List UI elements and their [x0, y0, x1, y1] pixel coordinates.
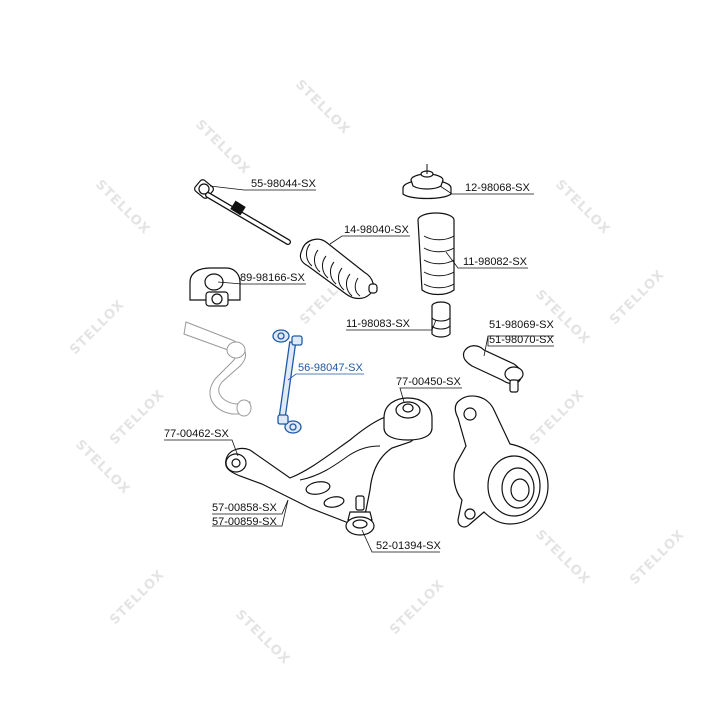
- watermark-text: STELLOX: [607, 267, 668, 328]
- watermark-text: STELLOX: [192, 117, 253, 178]
- lower-control-arm[interactable]: [225, 415, 419, 524]
- dust-boot[interactable]: [417, 212, 455, 296]
- label-ball-joint[interactable]: 52-01394-SX: [376, 540, 441, 552]
- label-bump-stop[interactable]: 11-98083-SX: [346, 318, 411, 330]
- label-arm-rear-bushing[interactable]: 77-00450-SX: [396, 376, 461, 388]
- watermark-text: STELLOX: [67, 297, 128, 358]
- label-arm-front-bushing[interactable]: 77-00462-SX: [164, 428, 229, 440]
- tie-rod-end[interactable]: [462, 345, 524, 393]
- stabilizer-link[interactable]: [272, 329, 303, 434]
- watermark-text: STELLOX: [92, 177, 153, 238]
- tie-rod[interactable]: [193, 178, 291, 245]
- watermark-text: STELLOX: [107, 567, 168, 628]
- ball-joint[interactable]: [345, 495, 375, 536]
- steering-boot[interactable]: [299, 238, 378, 300]
- bump-stop[interactable]: [431, 301, 451, 338]
- label-upper-strut-mount[interactable]: 12-98068-SX: [465, 182, 530, 194]
- label-tie-rod-end-left[interactable]: 51-98069-SX: [489, 319, 554, 331]
- watermark-text: STELLOX: [232, 607, 293, 668]
- watermark-text: STELLOX: [292, 77, 353, 138]
- label-steering-boot[interactable]: 14-98040-SX: [344, 224, 409, 236]
- upper-strut-mount[interactable]: [402, 164, 452, 200]
- leader-lines: [164, 185, 554, 553]
- watermark-text: STELLOX: [72, 437, 133, 498]
- label-tie-rod[interactable]: 55-98044-SX: [251, 178, 316, 190]
- watermark-text: STELLOX: [107, 387, 168, 448]
- stabilizer-bar: [183, 321, 252, 417]
- label-control-arm-left[interactable]: 57-00858-SX: [212, 502, 277, 514]
- label-control-arm-right[interactable]: 57-00859-SX: [212, 516, 277, 528]
- part-labels: 12-98068-SX 55-98044-SX 14-98040-SX 11-9…: [164, 178, 554, 552]
- stabilizer-bushing[interactable]: [189, 267, 241, 307]
- watermark-text: STELLOX: [527, 387, 588, 448]
- label-dust-boot[interactable]: 11-98082-SX: [463, 256, 528, 268]
- arm-rear-bushing[interactable]: [383, 397, 433, 441]
- watermark-text: STELLOX: [532, 527, 593, 588]
- label-stabilizer-link[interactable]: 56-98047-SX: [298, 362, 363, 374]
- watermark-text: STELLOX: [387, 577, 448, 638]
- label-stabilizer-bushing[interactable]: 89-98166-SX: [240, 272, 305, 284]
- watermark-text: STELLOX: [552, 177, 613, 238]
- steering-knuckle: [453, 395, 549, 528]
- watermark-text: STELLOX: [627, 527, 688, 588]
- label-tie-rod-end-right[interactable]: 51-98070-SX: [489, 334, 554, 346]
